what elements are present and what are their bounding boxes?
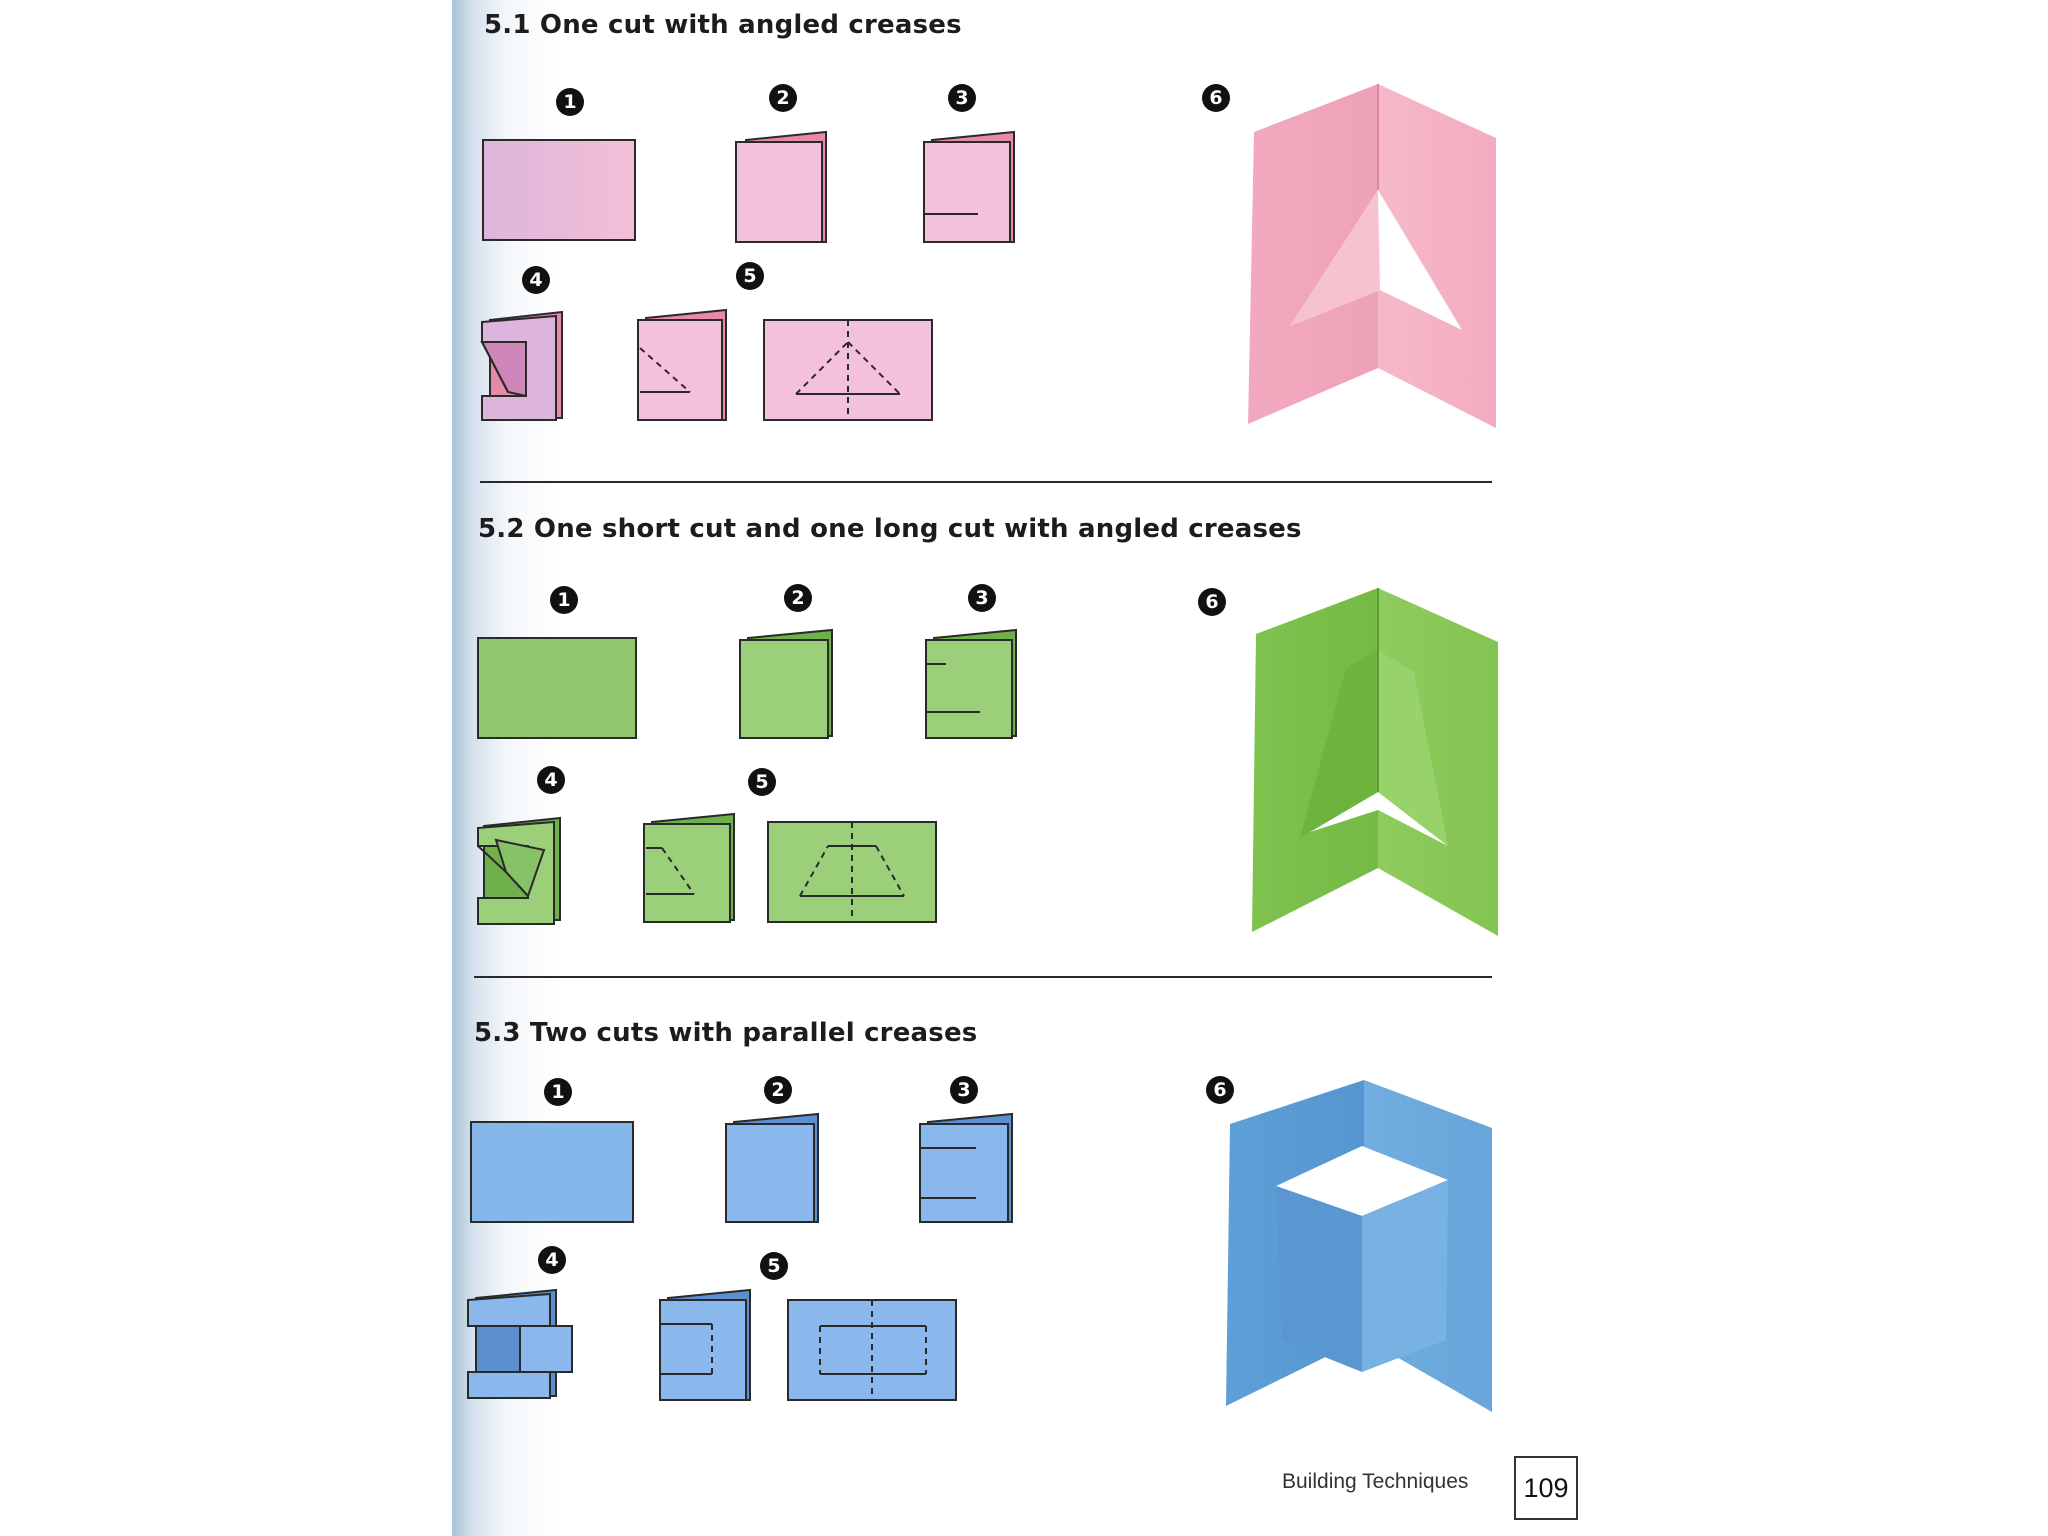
- section-divider: [474, 976, 1492, 978]
- section-5-2-diagrams: [477, 628, 1017, 925]
- step-6-badge: 6: [1202, 84, 1230, 112]
- step-4-badge: 4: [522, 266, 550, 294]
- finished-pop-up-card: [1226, 1080, 1492, 1412]
- section-5-2-heading: 5.2 One short cut and one long cut with …: [478, 514, 1302, 544]
- folded-card-with-cuts: [925, 628, 1017, 739]
- finished-pop-up-card: [1248, 84, 1496, 428]
- flat-card: [470, 1121, 634, 1223]
- step-2-badge: 2: [769, 84, 797, 112]
- step-5-badge: 5: [748, 768, 776, 796]
- step-2-badge: 2: [764, 1076, 792, 1104]
- section-5-3-heading: 5.3 Two cuts with parallel creases: [474, 1018, 978, 1048]
- step-1-badge: 1: [550, 586, 578, 614]
- fold-back-step: [477, 816, 561, 925]
- step-3-badge: 3: [950, 1076, 978, 1104]
- step-6-badge: 6: [1198, 588, 1226, 616]
- fold-back-step: [480, 310, 563, 421]
- step-2-badge: 2: [784, 584, 812, 612]
- page-number: 109: [1514, 1456, 1578, 1520]
- step-6-badge: 6: [1206, 1076, 1234, 1104]
- folded-card-with-cut: [923, 130, 1015, 243]
- step-5-badge: 5: [736, 262, 764, 290]
- step-1-badge: 1: [556, 88, 584, 116]
- folded-card-with-cuts: [919, 1112, 1013, 1223]
- crease-step-folded: [659, 1288, 751, 1401]
- section-5-1-diagrams: [480, 130, 1015, 421]
- step-5-badge: 5: [760, 1252, 788, 1280]
- step-4-badge: 4: [538, 1246, 566, 1274]
- footer-section-label: Building Techniques: [1282, 1470, 1469, 1493]
- flat-card: [477, 637, 637, 739]
- crease-step-folded: [643, 812, 735, 923]
- crease-step-opened: [763, 319, 933, 421]
- section-5-3-diagrams: [467, 1112, 1013, 1401]
- section-divider: [480, 481, 1492, 483]
- flat-card: [482, 139, 636, 241]
- crease-step-opened: [767, 821, 937, 923]
- crease-step-folded: [637, 308, 727, 421]
- folded-card: [725, 1112, 819, 1223]
- step-1-badge: 1: [544, 1078, 572, 1106]
- crease-step-opened: [787, 1299, 957, 1401]
- step-4-badge: 4: [537, 766, 565, 794]
- finished-pop-up-card: [1252, 588, 1498, 936]
- section-5-1-heading: 5.1 One cut with angled creases: [484, 10, 962, 40]
- step-3-badge: 3: [968, 584, 996, 612]
- folded-card: [739, 628, 833, 739]
- fold-back-step: [467, 1288, 573, 1399]
- step-3-badge: 3: [948, 84, 976, 112]
- folded-card: [735, 130, 827, 243]
